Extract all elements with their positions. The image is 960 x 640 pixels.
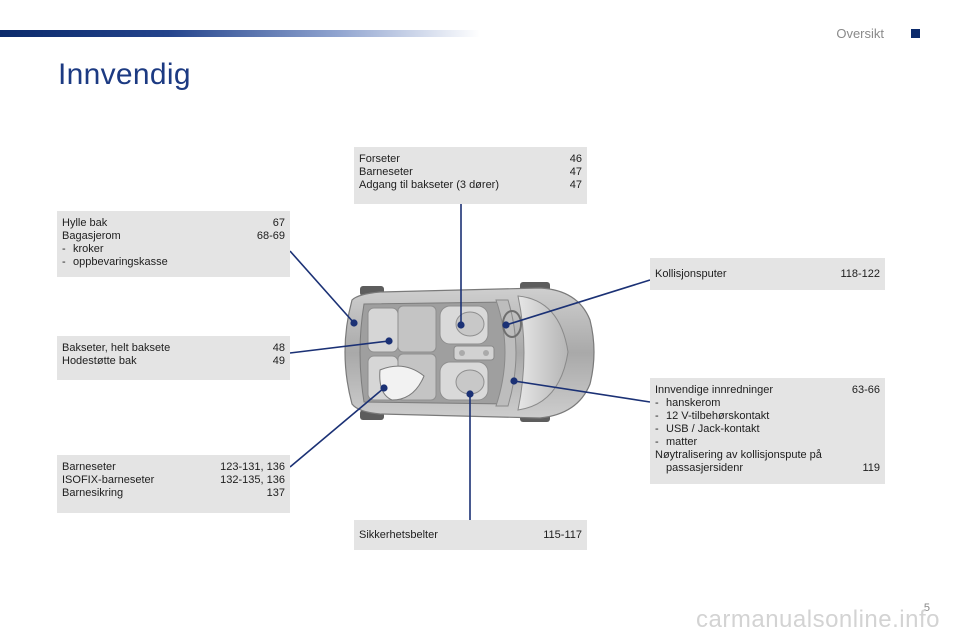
section-marker xyxy=(911,29,920,38)
entry-row: Forseter 46 xyxy=(359,153,582,166)
center-console xyxy=(453,345,495,361)
entry-row: passasjersidenr 119 xyxy=(655,462,880,475)
entry-label: Forseter xyxy=(359,153,400,165)
entry-label: passasjersidenr xyxy=(666,462,744,474)
entry-label: Barneseter xyxy=(359,166,413,178)
callout-dots xyxy=(350,319,518,398)
watermark: carmanualsonline.info xyxy=(696,606,940,633)
callout-lines xyxy=(289,204,651,520)
callout-hylle-bak: Hylle bak 67 Bagasjerom 68-69 -kroker -opp… xyxy=(57,211,290,277)
entry-page: 47 xyxy=(569,166,582,178)
callout-forseter: Forseter 46 Barneseter 47 Adgang til bakse… xyxy=(354,147,587,204)
entry-page: 48 xyxy=(272,342,285,354)
entry-page: 47 xyxy=(569,179,582,191)
dash: - xyxy=(655,423,659,435)
sub-item: -USB / Jack-kontakt xyxy=(655,423,880,436)
entry-page: 132-135, 136 xyxy=(220,474,285,486)
sub-item: -oppbevaringskasse xyxy=(62,256,285,269)
entry-page: 137 xyxy=(266,487,285,499)
dash: - xyxy=(62,256,66,268)
entry-label: Hodestøtte bak xyxy=(62,355,137,367)
sub-item-label: USB / Jack-kontakt xyxy=(666,423,760,435)
entry-label: Barnesikring xyxy=(62,487,124,499)
entry-row: Barneseter 123-131, 136 xyxy=(62,461,285,474)
entry-page: 123-131, 136 xyxy=(220,461,285,473)
entry-row: ISOFIX-barneseter 132-135, 136 xyxy=(62,474,285,487)
entry-row: Hodestøtte bak 49 xyxy=(62,355,285,368)
entry-page: 119 xyxy=(862,462,880,474)
sub-item: -12 V-tilbehørskontakt xyxy=(655,410,880,423)
entry-label: Kollisjonsputer xyxy=(655,268,727,280)
entry-page: 68-69 xyxy=(256,230,285,242)
callout-kollisjonsputer: Kollisjonsputer 118-122 xyxy=(650,258,885,290)
page-title: Innvendig xyxy=(58,58,191,91)
entry-page: 46 xyxy=(569,153,582,165)
entry-row: Barnesikring 137 xyxy=(62,487,285,500)
car-windscreen xyxy=(517,295,569,411)
entry-label: Bakseter, helt baksete xyxy=(62,342,171,354)
dash: - xyxy=(655,397,659,409)
sub-item: -kroker xyxy=(62,243,285,256)
page-number: 5 xyxy=(923,602,930,614)
entry-page: 67 xyxy=(272,217,285,229)
entry-label: Barneseter xyxy=(62,461,116,473)
entry-page: 115-117 xyxy=(543,529,582,541)
entry-label: Bagasjerom xyxy=(62,230,121,242)
sub-item-label: oppbevaringskasse xyxy=(73,256,168,268)
sub-item-label: 12 V-tilbehørskontakt xyxy=(666,410,770,422)
entry-page: 49 xyxy=(272,355,285,367)
callout-sikkerhetsbelter: Sikkerhetsbelter 115-117 xyxy=(354,520,587,550)
entry-page: 63-66 xyxy=(851,384,880,396)
entry-row: Sikkerhetsbelter 115-117 xyxy=(359,529,582,542)
entry-label: Nøytralisering av kollisjonspute på xyxy=(655,449,822,461)
dash: - xyxy=(655,410,659,422)
entry-row: Barneseter 47 xyxy=(359,166,582,179)
sub-item: -matter xyxy=(655,436,880,449)
sub-item-label: kroker xyxy=(73,243,104,255)
entry-label: ISOFIX-barneseter xyxy=(62,474,155,486)
entry-label: Hylle bak xyxy=(62,217,108,229)
entry-row: Hylle bak 67 xyxy=(62,217,285,230)
entry-row: Adgang til bakseter (3 dører) 47 xyxy=(359,179,582,192)
entry-label: Innvendige innredninger xyxy=(655,384,774,396)
entry-row: Bakseter, helt baksete 48 xyxy=(62,342,285,355)
callout-barneseter: Barneseter 123-131, 136 ISOFIX-barneseter… xyxy=(57,455,290,513)
sub-item-label: hanskerom xyxy=(666,397,721,409)
sub-item: -hanskerom xyxy=(655,397,880,410)
entry-row: Bagasjerom 68-69 xyxy=(62,230,285,243)
header-bar xyxy=(0,30,480,37)
entry-page: 118-122 xyxy=(840,268,880,280)
section-title: Oversikt xyxy=(836,26,884,41)
sub-item-label: matter xyxy=(666,436,698,448)
entry-label: Adgang til bakseter (3 dører) xyxy=(359,179,500,191)
entry-label: Sikkerhetsbelter xyxy=(359,529,438,541)
entry-row: Kollisjonsputer 118-122 xyxy=(655,268,880,281)
dash: - xyxy=(655,436,659,448)
entry-row: Innvendige innredninger 63-66 xyxy=(655,384,880,397)
callout-bakseter: Bakseter, helt baksete 48 Hodestøtte bak 4… xyxy=(57,336,290,380)
dash: - xyxy=(62,243,66,255)
